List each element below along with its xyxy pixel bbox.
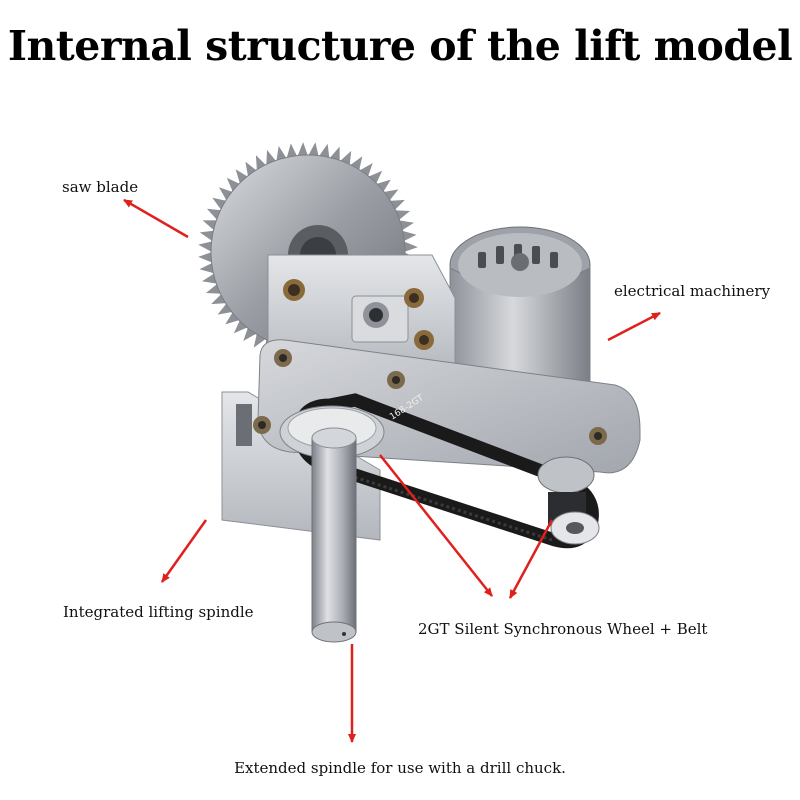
- label-integrated-lifting-spindle: Integrated lifting spindle: [63, 603, 254, 621]
- motor-arrow: [607, 311, 661, 342]
- label-saw-blade: saw blade: [62, 178, 139, 196]
- motor-pulley: [537, 456, 600, 545]
- diagram-title: Internal structure of the lift model: [7, 22, 793, 70]
- annotation-arrows: [123, 198, 661, 743]
- saw-blade-arrow: [123, 198, 189, 239]
- label-extended-spindle: Extended spindle for use with a drill ch…: [234, 759, 566, 777]
- belt-arrow: [508, 519, 554, 599]
- label-synchronous-wheel-belt: 2GT Silent Synchronous Wheel + Belt: [418, 620, 708, 638]
- pulley-arrow: [379, 454, 493, 597]
- label-electrical-machinery: electrical machinery: [614, 282, 771, 300]
- extended-spindle: [311, 427, 357, 643]
- lifting-spindle-arrow: [160, 519, 208, 583]
